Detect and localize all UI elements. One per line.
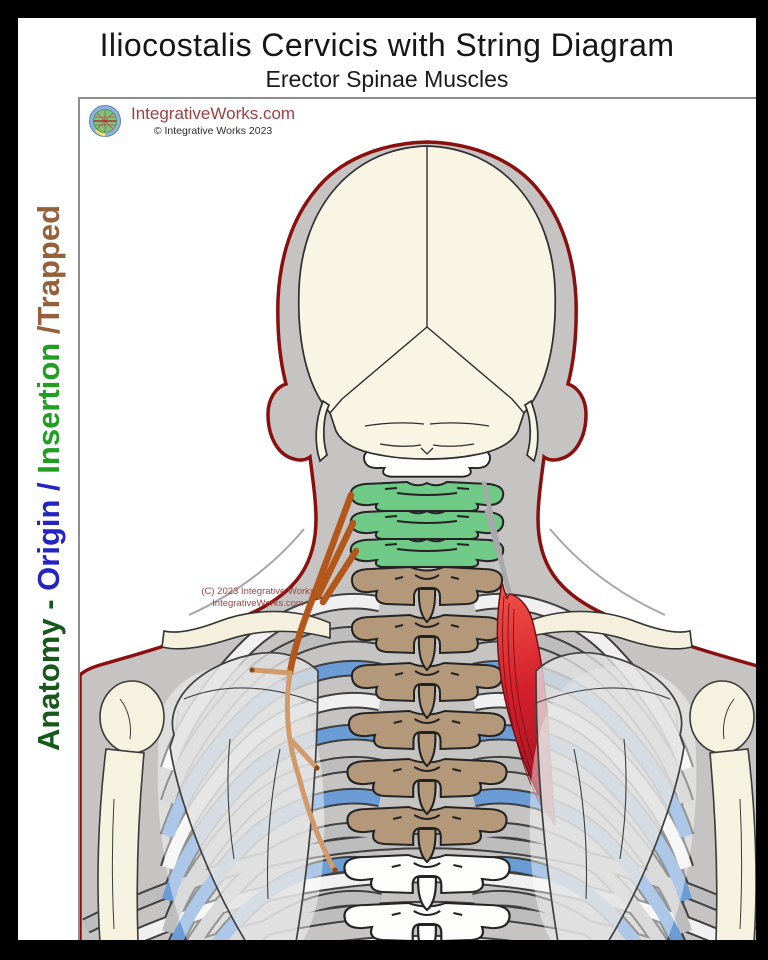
side-label-origin: Origin /: [31, 474, 66, 591]
page-subtitle: Erector Spinae Muscles: [265, 66, 509, 92]
diagram-panel: IntegrativeWorks.com © Integrative Works…: [78, 97, 756, 940]
branding-header: IntegrativeWorks.com © Integrative Works…: [88, 104, 295, 138]
humerus-shaft-right: [709, 748, 756, 940]
gray-strings: [481, 480, 515, 605]
side-label: Anatomy - Origin / Insertion /Trapped: [31, 205, 66, 751]
origin-string-light-4: [296, 774, 337, 872]
clavicles: [161, 610, 693, 650]
origin-string-light-3: [289, 738, 319, 770]
side-label-insertion: Insertion: [31, 343, 66, 474]
origin-string-light-2: [284, 670, 302, 780]
humeri: [97, 680, 756, 940]
origin-strings: [249, 491, 360, 873]
origin-string-trunk: [286, 588, 319, 677]
origin-string-branch-1: [311, 491, 355, 596]
origin-string-branch-3: [319, 547, 360, 606]
gray-string-2: [484, 508, 515, 605]
scapula-left: [169, 651, 319, 940]
brand-name: IntegrativeWorks.com: [131, 104, 296, 123]
clavicle-left: [161, 610, 331, 650]
side-label-text: Anatomy - Origin / Insertion /Trapped: [31, 205, 66, 751]
brand-copyright: © Integrative Works 2023: [153, 125, 273, 137]
skull: [297, 145, 557, 463]
inline-credit: (C) 2023 Integrative Works IntegrativeWo…: [201, 586, 315, 609]
scapulae: [169, 651, 685, 940]
page: Iliocostalis Cervicis with String Diagra…: [18, 18, 756, 940]
scapula-right: [535, 651, 685, 940]
humeral-head-right: [689, 680, 755, 754]
anatomy-illustration: (C) 2023 Integrative Works IntegrativeWo…: [80, 140, 756, 940]
side-label-trapped: /Trapped: [31, 205, 66, 343]
origin-string-branch-2: [314, 519, 357, 600]
origin-string-light-1: [251, 667, 293, 676]
side-label-anatomy: Anatomy -: [31, 591, 66, 751]
inline-credit-line2: IntegrativeWorks.com: [212, 598, 304, 609]
inline-credit-line1: (C) 2023 Integrative Works: [201, 586, 315, 597]
humerus-shaft-left: [97, 748, 145, 940]
vertebrae-insertion-green: [349, 481, 505, 568]
integrativeworks-logo-icon: [89, 105, 121, 137]
clavicle-right: [523, 610, 693, 650]
humeral-head-left: [99, 680, 165, 754]
page-title: Iliocostalis Cervicis with String Diagra…: [99, 27, 675, 63]
